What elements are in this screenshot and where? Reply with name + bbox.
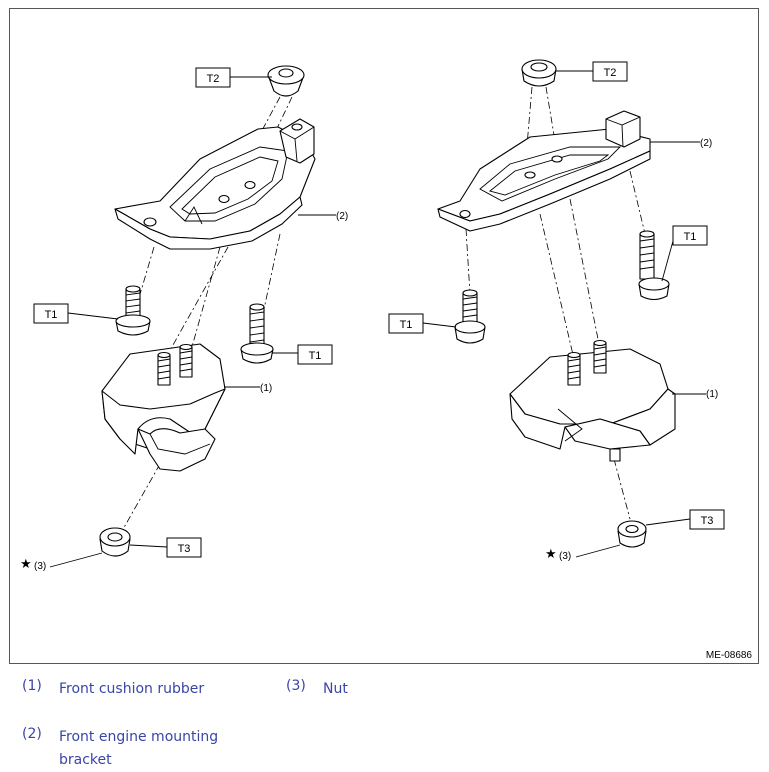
legend-label-3: Nut (323, 681, 348, 697)
right-t3-nut (617, 520, 647, 548)
legend-num-2: (2) (22, 726, 42, 742)
left-t1-bolt-a (115, 285, 151, 336)
legend-num-1: (1) (22, 678, 42, 694)
right-t2-nut (521, 59, 557, 87)
right-t1-bolt-a (638, 230, 670, 301)
right-t1a-label: T1 (684, 231, 697, 243)
left-t3-callout (166, 537, 202, 558)
legend-label-2: Front engine mounting bracket (59, 729, 219, 768)
left-t2-callout (195, 67, 231, 88)
right-ref3-label: (3) (559, 551, 571, 562)
right-t3-callout (689, 509, 725, 530)
right-t2-callout (592, 61, 628, 82)
diagram-svg: T2 (2) T1 T1 (1) T3 ★ (3) (20, 59, 725, 572)
left-bracket (114, 118, 316, 250)
right-ref1-label: (1) (706, 389, 718, 400)
left-t1a-label: T1 (45, 309, 58, 321)
right-bracket (437, 110, 651, 232)
exploded-diagram: T2 (2) T1 T1 (1) T3 ★ (3) (9, 8, 759, 664)
left-t1a-callout (33, 303, 69, 324)
left-ref2-label: (2) (336, 211, 348, 222)
right-t1b-label: T1 (400, 319, 413, 331)
legend-label-1: Front cushion rubber (59, 681, 205, 697)
legend-item-3: (3) Nut (286, 678, 406, 702)
left-t1-bolt-b (240, 303, 274, 364)
left-ref1-label: (1) (260, 383, 272, 394)
legend-num-3: (3) (286, 678, 306, 694)
right-cushion-rubber (509, 339, 676, 462)
left-ref3-label: (3) (34, 561, 46, 572)
left-t2-label: T2 (207, 73, 220, 85)
figure-id: ME-08686 (705, 650, 752, 661)
left-cushion-rubber (101, 343, 226, 472)
right-ref2-label: (2) (700, 138, 712, 149)
right-t3-label: T3 (701, 515, 714, 527)
right-assembly: T2 (2) T1 T1 (1) T3 ★ (3) (388, 59, 725, 562)
right-t2-label: T2 (604, 67, 617, 79)
right-t1a-callout (672, 225, 708, 246)
right-star-icon: ★ (545, 546, 557, 561)
right-t1b-callout (388, 313, 424, 334)
left-t2-nut (267, 65, 305, 97)
left-assembly: T2 (2) T1 T1 (1) T3 ★ (3) (20, 65, 348, 572)
right-t1-bolt-b (454, 289, 486, 344)
left-t3-label: T3 (178, 543, 191, 555)
left-t1b-label: T1 (309, 350, 322, 362)
legend-item-1: (1) Front cushion rubber (22, 678, 272, 702)
left-t3-nut (99, 527, 131, 557)
left-t1b-callout (297, 344, 333, 365)
legend-item-2: (2) Front engine mounting bracket (22, 726, 252, 772)
left-star-icon: ★ (20, 556, 32, 571)
